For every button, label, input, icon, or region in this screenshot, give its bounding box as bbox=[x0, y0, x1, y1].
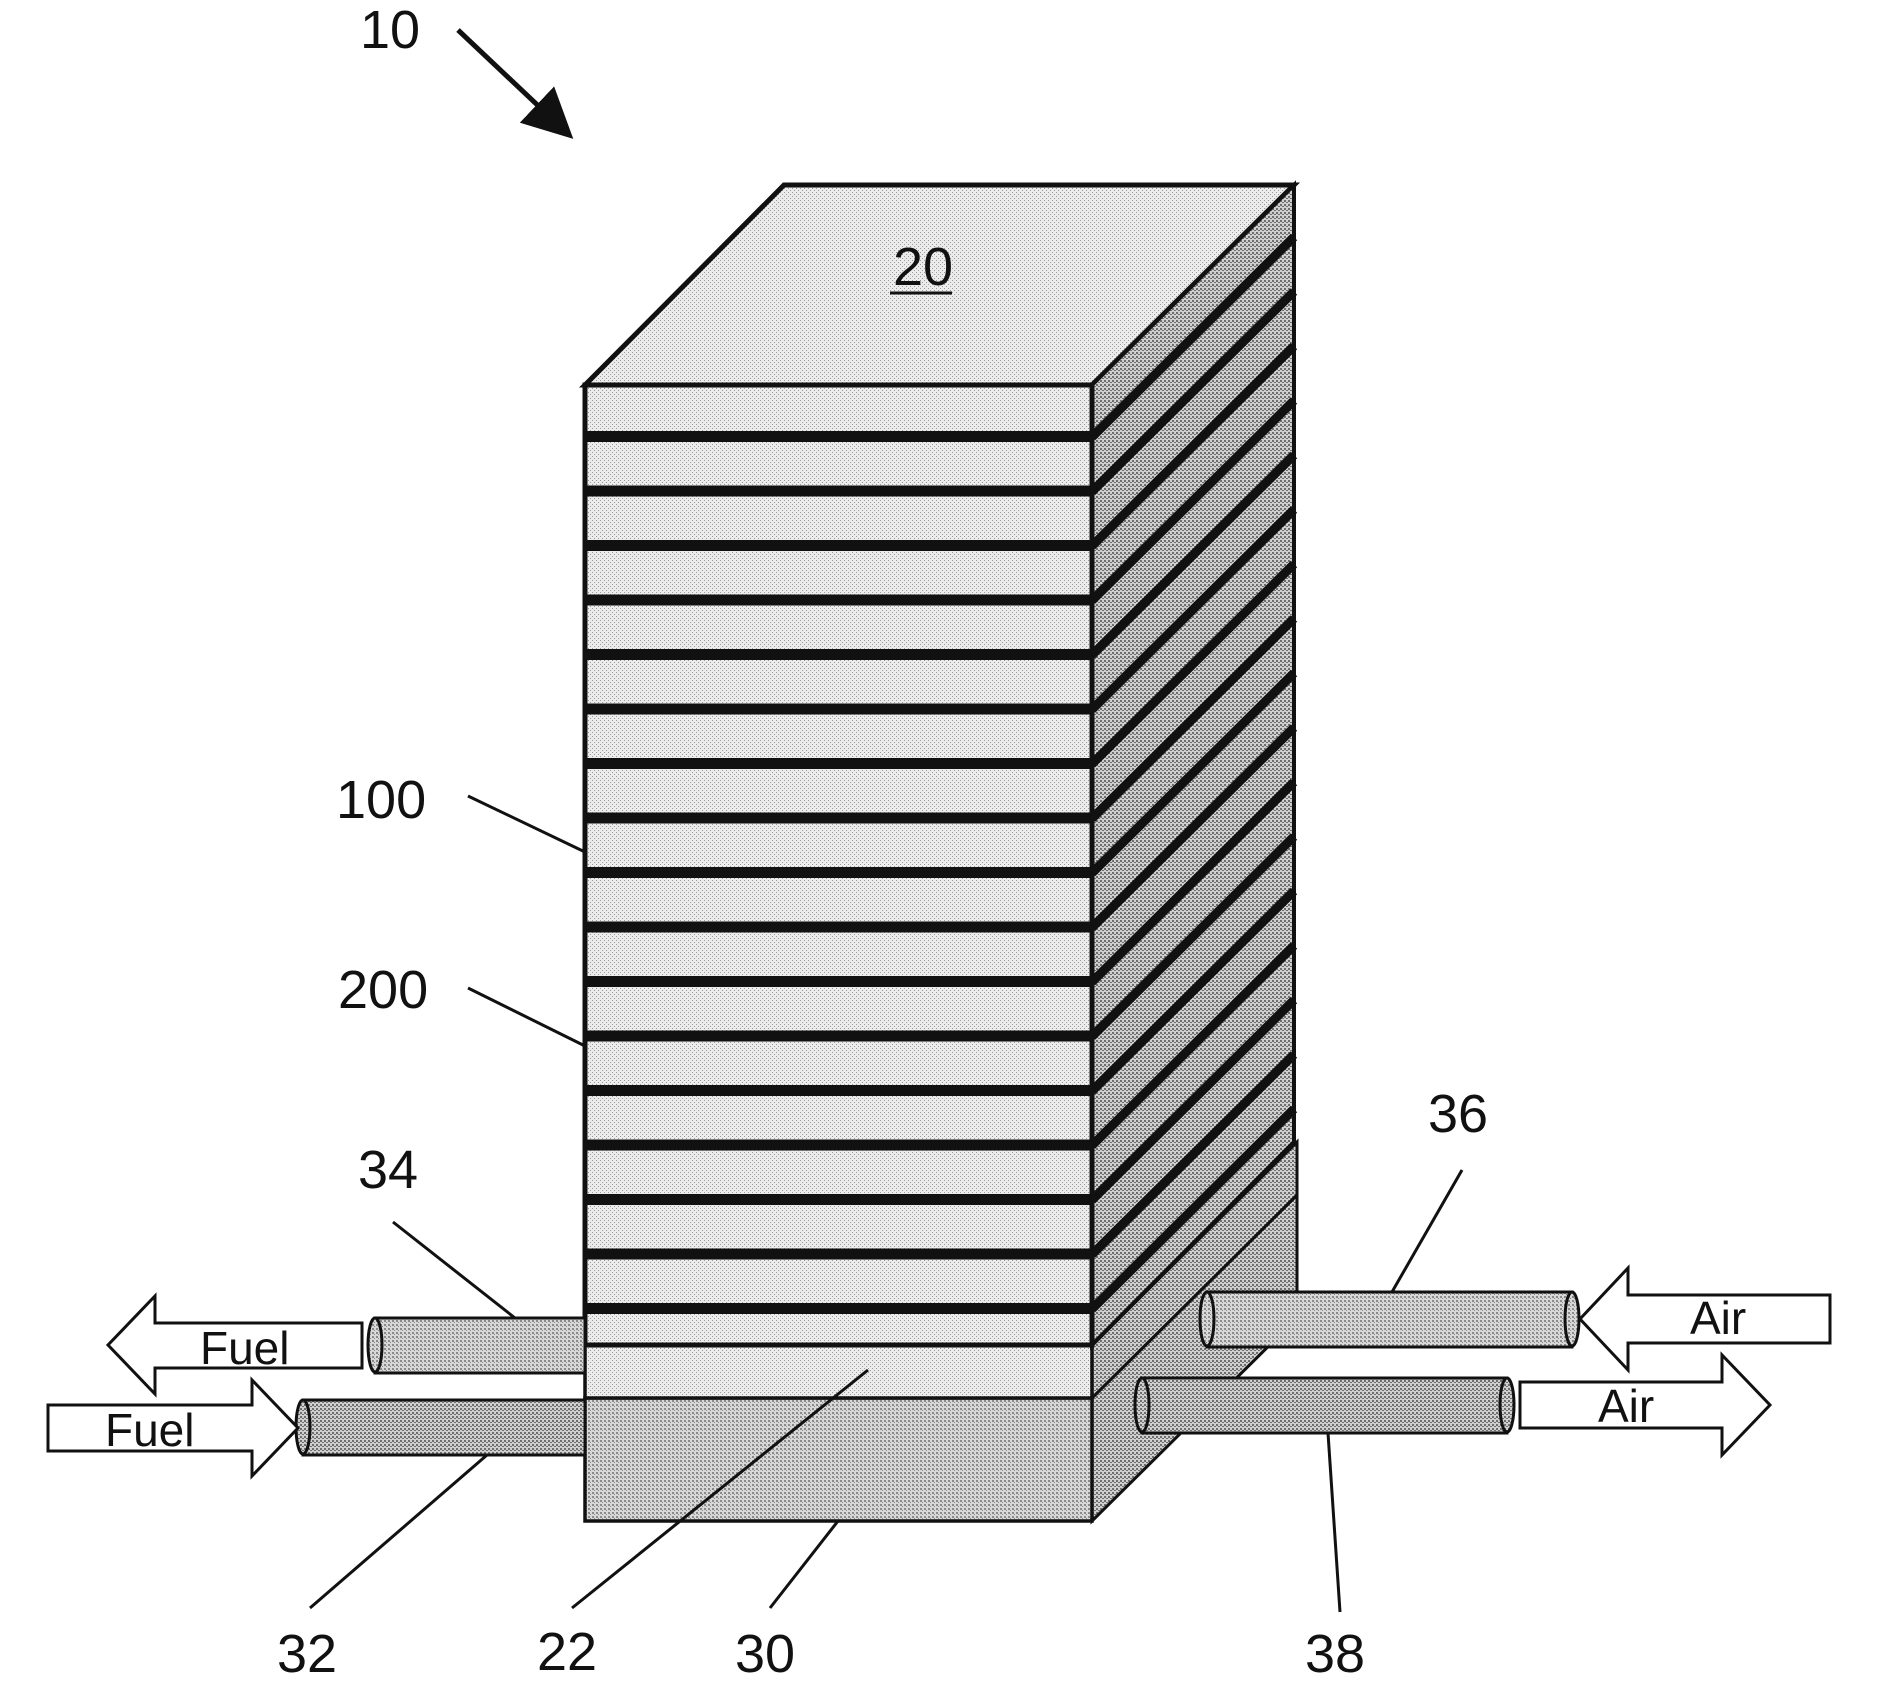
separator-band bbox=[585, 1303, 1092, 1314]
air-outlet-tube-back-end bbox=[1135, 1378, 1149, 1432]
leader-200 bbox=[468, 988, 585, 1046]
fuel-outlet-34 bbox=[368, 1318, 585, 1373]
fuel-in-arrow: Fuel bbox=[48, 1380, 298, 1476]
leader-32 bbox=[310, 1455, 487, 1608]
ref-label-100: 100 bbox=[336, 770, 426, 830]
air-outlet-tube-front-end bbox=[1500, 1378, 1514, 1432]
fuel-in-label: Fuel bbox=[105, 1404, 194, 1456]
separator-band bbox=[585, 922, 1092, 933]
separator-band bbox=[585, 1249, 1092, 1260]
air-out-arrow: Air bbox=[1520, 1355, 1770, 1455]
air-inlet-tube-front-end bbox=[1565, 1292, 1579, 1346]
separator-band bbox=[585, 976, 1092, 987]
separator-band bbox=[585, 1031, 1092, 1042]
air-out-label: Air bbox=[1598, 1380, 1654, 1432]
separator-band bbox=[585, 867, 1092, 878]
separator-band bbox=[585, 649, 1092, 660]
air-in-arrow: Air bbox=[1580, 1268, 1830, 1370]
fuel-outlet-tube-end bbox=[368, 1318, 382, 1372]
fuel-inlet-32 bbox=[296, 1400, 585, 1455]
fuel-inlet-tube bbox=[303, 1400, 585, 1455]
ref-label-32: 32 bbox=[277, 1624, 337, 1684]
separator-band bbox=[585, 1194, 1092, 1205]
bottom-plate-front bbox=[585, 1345, 1092, 1398]
ref-label-200: 200 bbox=[338, 960, 428, 1020]
cell-stack: 20 bbox=[585, 185, 1294, 1345]
air-outlet-tube bbox=[1142, 1378, 1507, 1433]
fuel-out-label: Fuel bbox=[200, 1322, 289, 1374]
leader-34 bbox=[393, 1222, 515, 1318]
ref-label-22: 22 bbox=[537, 1622, 597, 1682]
air-inlet-tube bbox=[1207, 1292, 1572, 1347]
separator-band bbox=[585, 1140, 1092, 1151]
air-inlet-36 bbox=[1200, 1292, 1579, 1347]
ref-label-34: 34 bbox=[358, 1140, 418, 1200]
separator-band bbox=[585, 758, 1092, 769]
assembly-reference: 10 bbox=[360, 0, 566, 132]
fuel-outlet-tube bbox=[375, 1318, 585, 1373]
ref-label-38: 38 bbox=[1305, 1624, 1365, 1684]
separator-band bbox=[585, 540, 1092, 551]
ref-label-10: 10 bbox=[360, 0, 420, 60]
ref-label-36: 36 bbox=[1428, 1084, 1488, 1144]
separator-band bbox=[585, 1085, 1092, 1096]
ref-label-30: 30 bbox=[735, 1624, 795, 1684]
leader-100 bbox=[468, 796, 585, 852]
leader-36 bbox=[1392, 1170, 1462, 1292]
air-inlet-tube-back-end bbox=[1200, 1292, 1214, 1346]
assembly-arrow bbox=[458, 30, 566, 132]
air-in-label: Air bbox=[1690, 1292, 1746, 1344]
separator-band bbox=[585, 704, 1092, 715]
base-front-face bbox=[585, 1398, 1092, 1521]
separator-band bbox=[585, 595, 1092, 606]
air-outlet-38 bbox=[1135, 1378, 1514, 1433]
fuel-out-arrow: Fuel bbox=[108, 1296, 362, 1394]
separator-band bbox=[585, 486, 1092, 497]
leader-30 bbox=[770, 1521, 838, 1608]
leader-38 bbox=[1328, 1433, 1340, 1612]
separator-band bbox=[585, 813, 1092, 824]
ref-label-20: 20 bbox=[893, 237, 953, 297]
separator-band bbox=[585, 431, 1092, 442]
